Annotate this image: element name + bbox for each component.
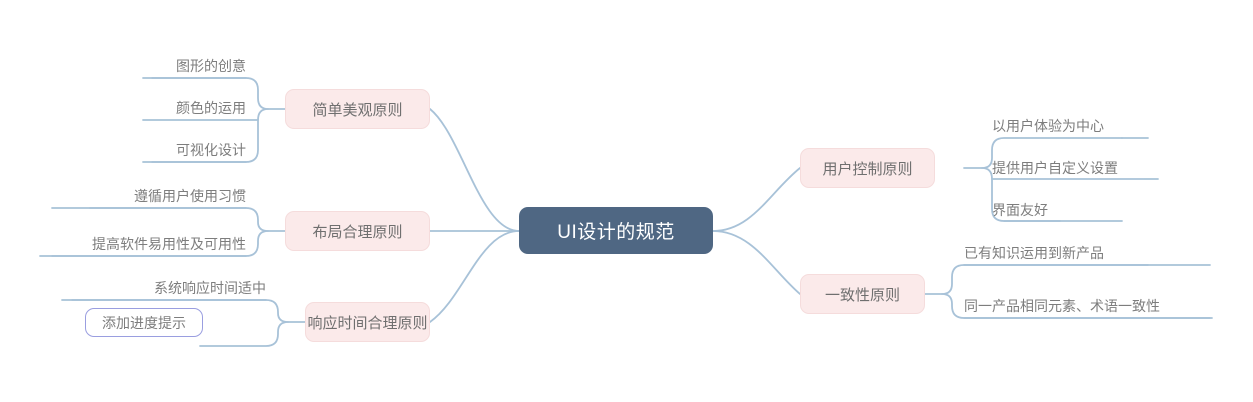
topic-node-simple-beauty[interactable]: 简单美观原则: [285, 89, 430, 129]
root-node[interactable]: UI设计的规范: [519, 207, 713, 254]
leaf-yiyou-zhishi-yunyong[interactable]: 已有知识运用到新产品: [964, 245, 1104, 261]
topic-node-consistency[interactable]: 一致性原则: [800, 274, 925, 314]
leaf-xitong-xiangying-shijian[interactable]: 系统响应时间适中: [154, 280, 266, 296]
leaf-tigao-ruanjian-yiyongxing[interactable]: 提高软件易用性及可用性: [92, 236, 246, 252]
topic-node-layout-reasonable[interactable]: 布局合理原则: [285, 211, 430, 251]
leaf-jiemian-youhao[interactable]: 界面友好: [992, 202, 1048, 218]
topic-node-response-time[interactable]: 响应时间合理原则: [305, 302, 430, 342]
topic-node-user-control[interactable]: 用户控制原则: [800, 148, 935, 188]
leaf-tongyi-chanpin-xiangtong-yuansu[interactable]: 同一产品相同元素、术语一致性: [964, 298, 1160, 314]
connector-root-to-response: [429, 230, 520, 323]
connector-root-to-consistency: [712, 230, 801, 295]
connector-root-to-simple-beauty: [429, 108, 520, 232]
leaf-yi-yonghu-tiyan-wei-zhongxin[interactable]: 以用户体验为中心: [992, 118, 1104, 134]
leaf-tigong-yonghu-zidingyi-shezhi[interactable]: 提供用户自定义设置: [992, 160, 1118, 176]
leaf-keshihua-sheji[interactable]: 可视化设计: [176, 142, 246, 158]
connector-root-to-user-control: [712, 167, 801, 232]
leaf-yanse-de-yunyong[interactable]: 颜色的运用: [176, 100, 246, 116]
leaf-tianjia-jindu-tishi[interactable]: 添加进度提示: [85, 308, 203, 337]
leaf-zunxun-yonghu-shiyong-xiguan[interactable]: 遵循用户使用习惯: [134, 188, 246, 204]
leaf-tuxing-de-chuangyi[interactable]: 图形的创意: [176, 58, 246, 74]
